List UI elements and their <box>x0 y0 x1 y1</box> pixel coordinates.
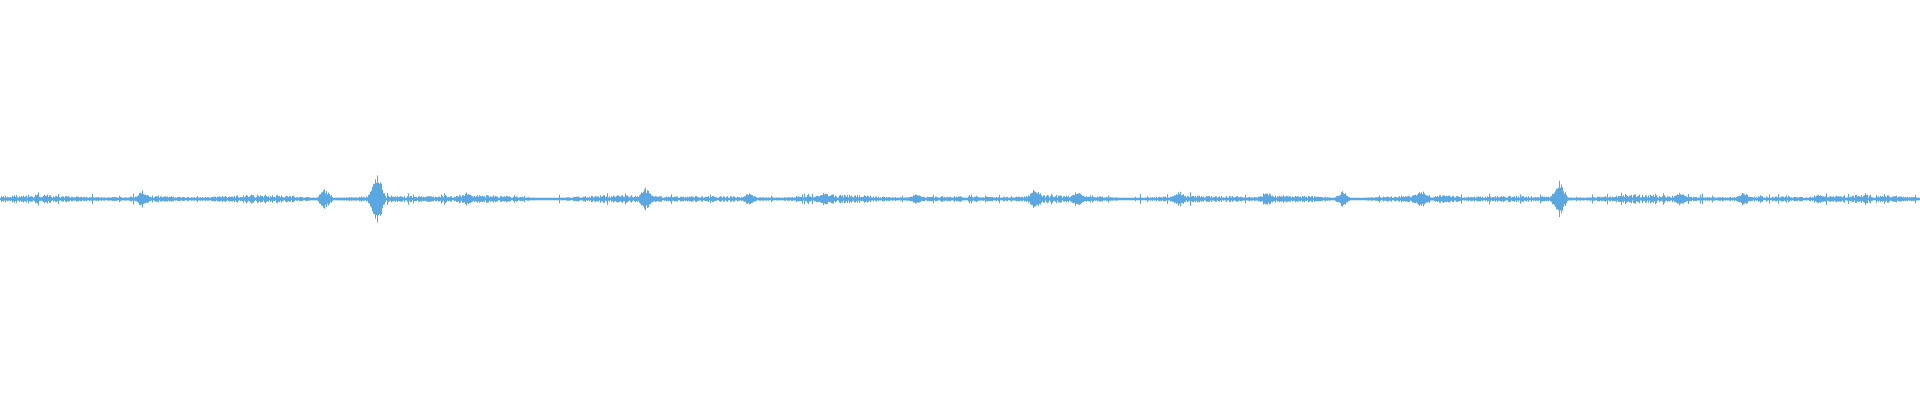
waveform-bars <box>0 175 1920 223</box>
waveform-samples <box>0 175 1920 223</box>
